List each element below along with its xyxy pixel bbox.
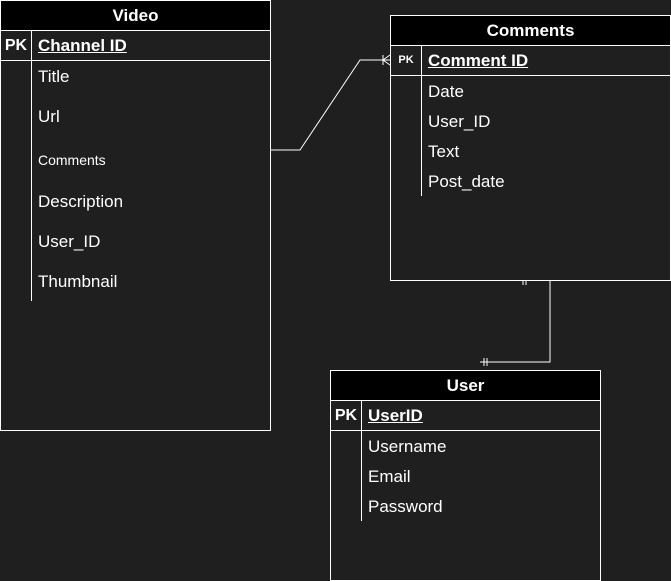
one-mandatory-icon (483, 277, 527, 366)
comments-user-connector (480, 280, 551, 363)
field-description: Description (38, 192, 124, 211)
field-date: Date (428, 82, 464, 101)
field-email: Email (368, 467, 411, 486)
column-divider (421, 46, 422, 76)
pk-field: UserID (368, 406, 423, 425)
primary-key-row: PK Channel ID (1, 31, 270, 61)
video-comments-connector (270, 59, 390, 151)
pk-label: PK (4, 37, 28, 54)
entity-title: Comments (391, 16, 670, 46)
column-divider (31, 31, 32, 61)
field-username: Username (368, 437, 447, 456)
pk-field: Comment ID (428, 51, 529, 70)
crows-foot-icon (382, 54, 391, 66)
column-divider (361, 401, 362, 431)
column-divider (31, 61, 32, 301)
field-thumbnail: Thumbnail (38, 272, 118, 291)
primary-key-row: PK UserID (331, 401, 600, 431)
field-text: Text (428, 142, 460, 161)
entity-title: Video (1, 1, 270, 31)
field-user-id: User_ID (38, 232, 101, 251)
primary-key-row: PK Comment ID (391, 46, 670, 76)
user-entity[interactable]: User PK UserID Username Email Password (330, 370, 601, 581)
field-user-id: User_ID (428, 112, 491, 131)
pk-label: PK (398, 54, 414, 66)
comments-entity[interactable]: Comments PK Comment ID Date User_ID Text… (390, 15, 671, 281)
pk-label: PK (334, 407, 358, 424)
pk-field: Channel ID (38, 36, 127, 55)
field-comments: Comments (38, 152, 106, 168)
field-title: Title (38, 67, 70, 86)
field-url: Url (38, 107, 60, 126)
column-divider (421, 76, 422, 196)
video-entity[interactable]: Video PK Channel ID Title Url Comments D… (0, 0, 271, 431)
field-password: Password (368, 497, 443, 516)
field-post-date: Post_date (428, 172, 505, 191)
column-divider (361, 431, 362, 521)
entity-title: User (331, 371, 600, 401)
